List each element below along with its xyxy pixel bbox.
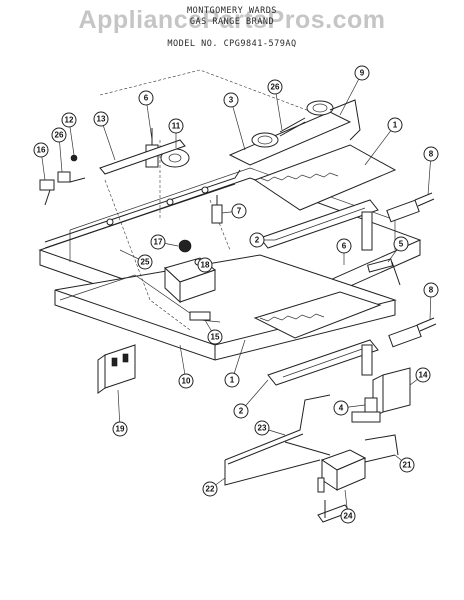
svg-text:8: 8 bbox=[429, 150, 434, 159]
gas-manifold bbox=[44, 169, 241, 249]
svg-text:26: 26 bbox=[271, 83, 280, 92]
thermo-tubing-21-22-23 bbox=[224, 394, 399, 493]
top-burner-assembly bbox=[228, 100, 352, 166]
callout-18: 18 bbox=[197, 257, 213, 273]
callout-3: 3 bbox=[223, 92, 239, 108]
gas-line-9 bbox=[329, 99, 361, 141]
callout-badges: 9 3 26 6 1 11 12 13 26 16 8 7 2 17 6 5 2… bbox=[33, 65, 439, 524]
svg-text:21: 21 bbox=[403, 461, 412, 470]
callout-22: 22 bbox=[202, 481, 218, 497]
svg-text:16: 16 bbox=[37, 146, 46, 155]
svg-text:2: 2 bbox=[239, 407, 244, 416]
svg-text:23: 23 bbox=[258, 424, 267, 433]
heat-shield-upper bbox=[253, 144, 397, 211]
callout-11: 11 bbox=[168, 118, 184, 134]
callout-17: 17 bbox=[150, 234, 166, 250]
svg-text:12: 12 bbox=[65, 116, 74, 125]
svg-text:13: 13 bbox=[97, 115, 106, 124]
callout-1a: 1 bbox=[387, 117, 403, 133]
callout-10: 10 bbox=[178, 373, 194, 389]
safety-valve-14 bbox=[372, 367, 411, 418]
callout-2b: 2 bbox=[233, 403, 249, 419]
callout-9: 9 bbox=[354, 65, 370, 81]
svg-text:22: 22 bbox=[206, 485, 215, 494]
callout-4: 4 bbox=[333, 400, 349, 416]
switch-19 bbox=[97, 344, 136, 394]
front-panel-10-15 bbox=[59, 274, 221, 323]
svg-text:4: 4 bbox=[339, 404, 344, 413]
callout-leaders bbox=[40, 72, 432, 517]
heat-shield-lower bbox=[253, 291, 382, 339]
callout-12: 12 bbox=[61, 112, 77, 128]
igniter-lower bbox=[388, 317, 437, 348]
header-model: MODEL NO. CPG9841-579AQ bbox=[167, 39, 297, 49]
svg-text:14: 14 bbox=[419, 371, 428, 380]
svg-text:7: 7 bbox=[237, 207, 242, 216]
svg-text:19: 19 bbox=[116, 425, 125, 434]
svg-text:3: 3 bbox=[229, 96, 234, 105]
svg-text:26: 26 bbox=[55, 131, 64, 140]
svg-text:8: 8 bbox=[429, 286, 434, 295]
watermark: AppliancePartsPros.com bbox=[78, 6, 386, 34]
valve-6 bbox=[145, 128, 159, 168]
burner-box-frame bbox=[38, 167, 422, 361]
callout-2a: 2 bbox=[249, 232, 265, 248]
orifice-5 bbox=[367, 258, 401, 286]
callout-23: 23 bbox=[254, 420, 270, 436]
callout-25: 25 bbox=[137, 254, 153, 270]
svg-text:1: 1 bbox=[393, 121, 398, 130]
burner-valve-7 bbox=[211, 195, 223, 224]
callout-1b: 1 bbox=[224, 372, 240, 388]
svg-text:11: 11 bbox=[172, 122, 181, 131]
callout-6: 6 bbox=[138, 90, 154, 106]
callout-5: 5 bbox=[393, 236, 409, 252]
callout-8a: 8 bbox=[423, 146, 439, 162]
svg-text:25: 25 bbox=[141, 258, 150, 267]
oven-burner-upper bbox=[259, 199, 379, 251]
callout-26b: 26 bbox=[51, 127, 67, 143]
oven-burner-lower bbox=[267, 339, 379, 386]
svg-text:6: 6 bbox=[342, 242, 347, 251]
svg-text:2: 2 bbox=[255, 236, 260, 245]
callout-14: 14 bbox=[415, 367, 431, 383]
callout-13: 13 bbox=[93, 111, 109, 127]
svg-text:24: 24 bbox=[344, 512, 353, 521]
callout-19: 19 bbox=[112, 421, 128, 437]
callout-26a: 26 bbox=[267, 79, 283, 95]
svg-text:10: 10 bbox=[182, 377, 191, 386]
callout-21: 21 bbox=[399, 457, 415, 473]
svg-text:18: 18 bbox=[201, 261, 210, 270]
callout-24: 24 bbox=[340, 508, 356, 524]
svg-text:6: 6 bbox=[144, 94, 149, 103]
igniter-upper bbox=[386, 192, 435, 223]
callout-7: 7 bbox=[231, 203, 247, 219]
assembly-lines bbox=[99, 69, 321, 331]
header-brand: MONTGOMERY WARDS bbox=[187, 6, 277, 16]
svg-text:17: 17 bbox=[154, 238, 163, 247]
svg-text:1: 1 bbox=[230, 376, 235, 385]
svg-text:15: 15 bbox=[211, 333, 220, 342]
pilot-16-26-12 bbox=[39, 154, 86, 206]
callout-8b: 8 bbox=[423, 282, 439, 298]
callout-6b: 6 bbox=[336, 238, 352, 254]
svg-text:9: 9 bbox=[360, 69, 365, 78]
callout-16: 16 bbox=[33, 142, 49, 158]
header-range-brand: GAS RANGE BRAND bbox=[189, 17, 275, 27]
svg-text:5: 5 bbox=[399, 240, 404, 249]
callout-15: 15 bbox=[207, 329, 223, 345]
thermostat-4 bbox=[351, 397, 381, 423]
oven-valve-24 bbox=[320, 449, 396, 491]
rail-13 bbox=[99, 139, 186, 175]
